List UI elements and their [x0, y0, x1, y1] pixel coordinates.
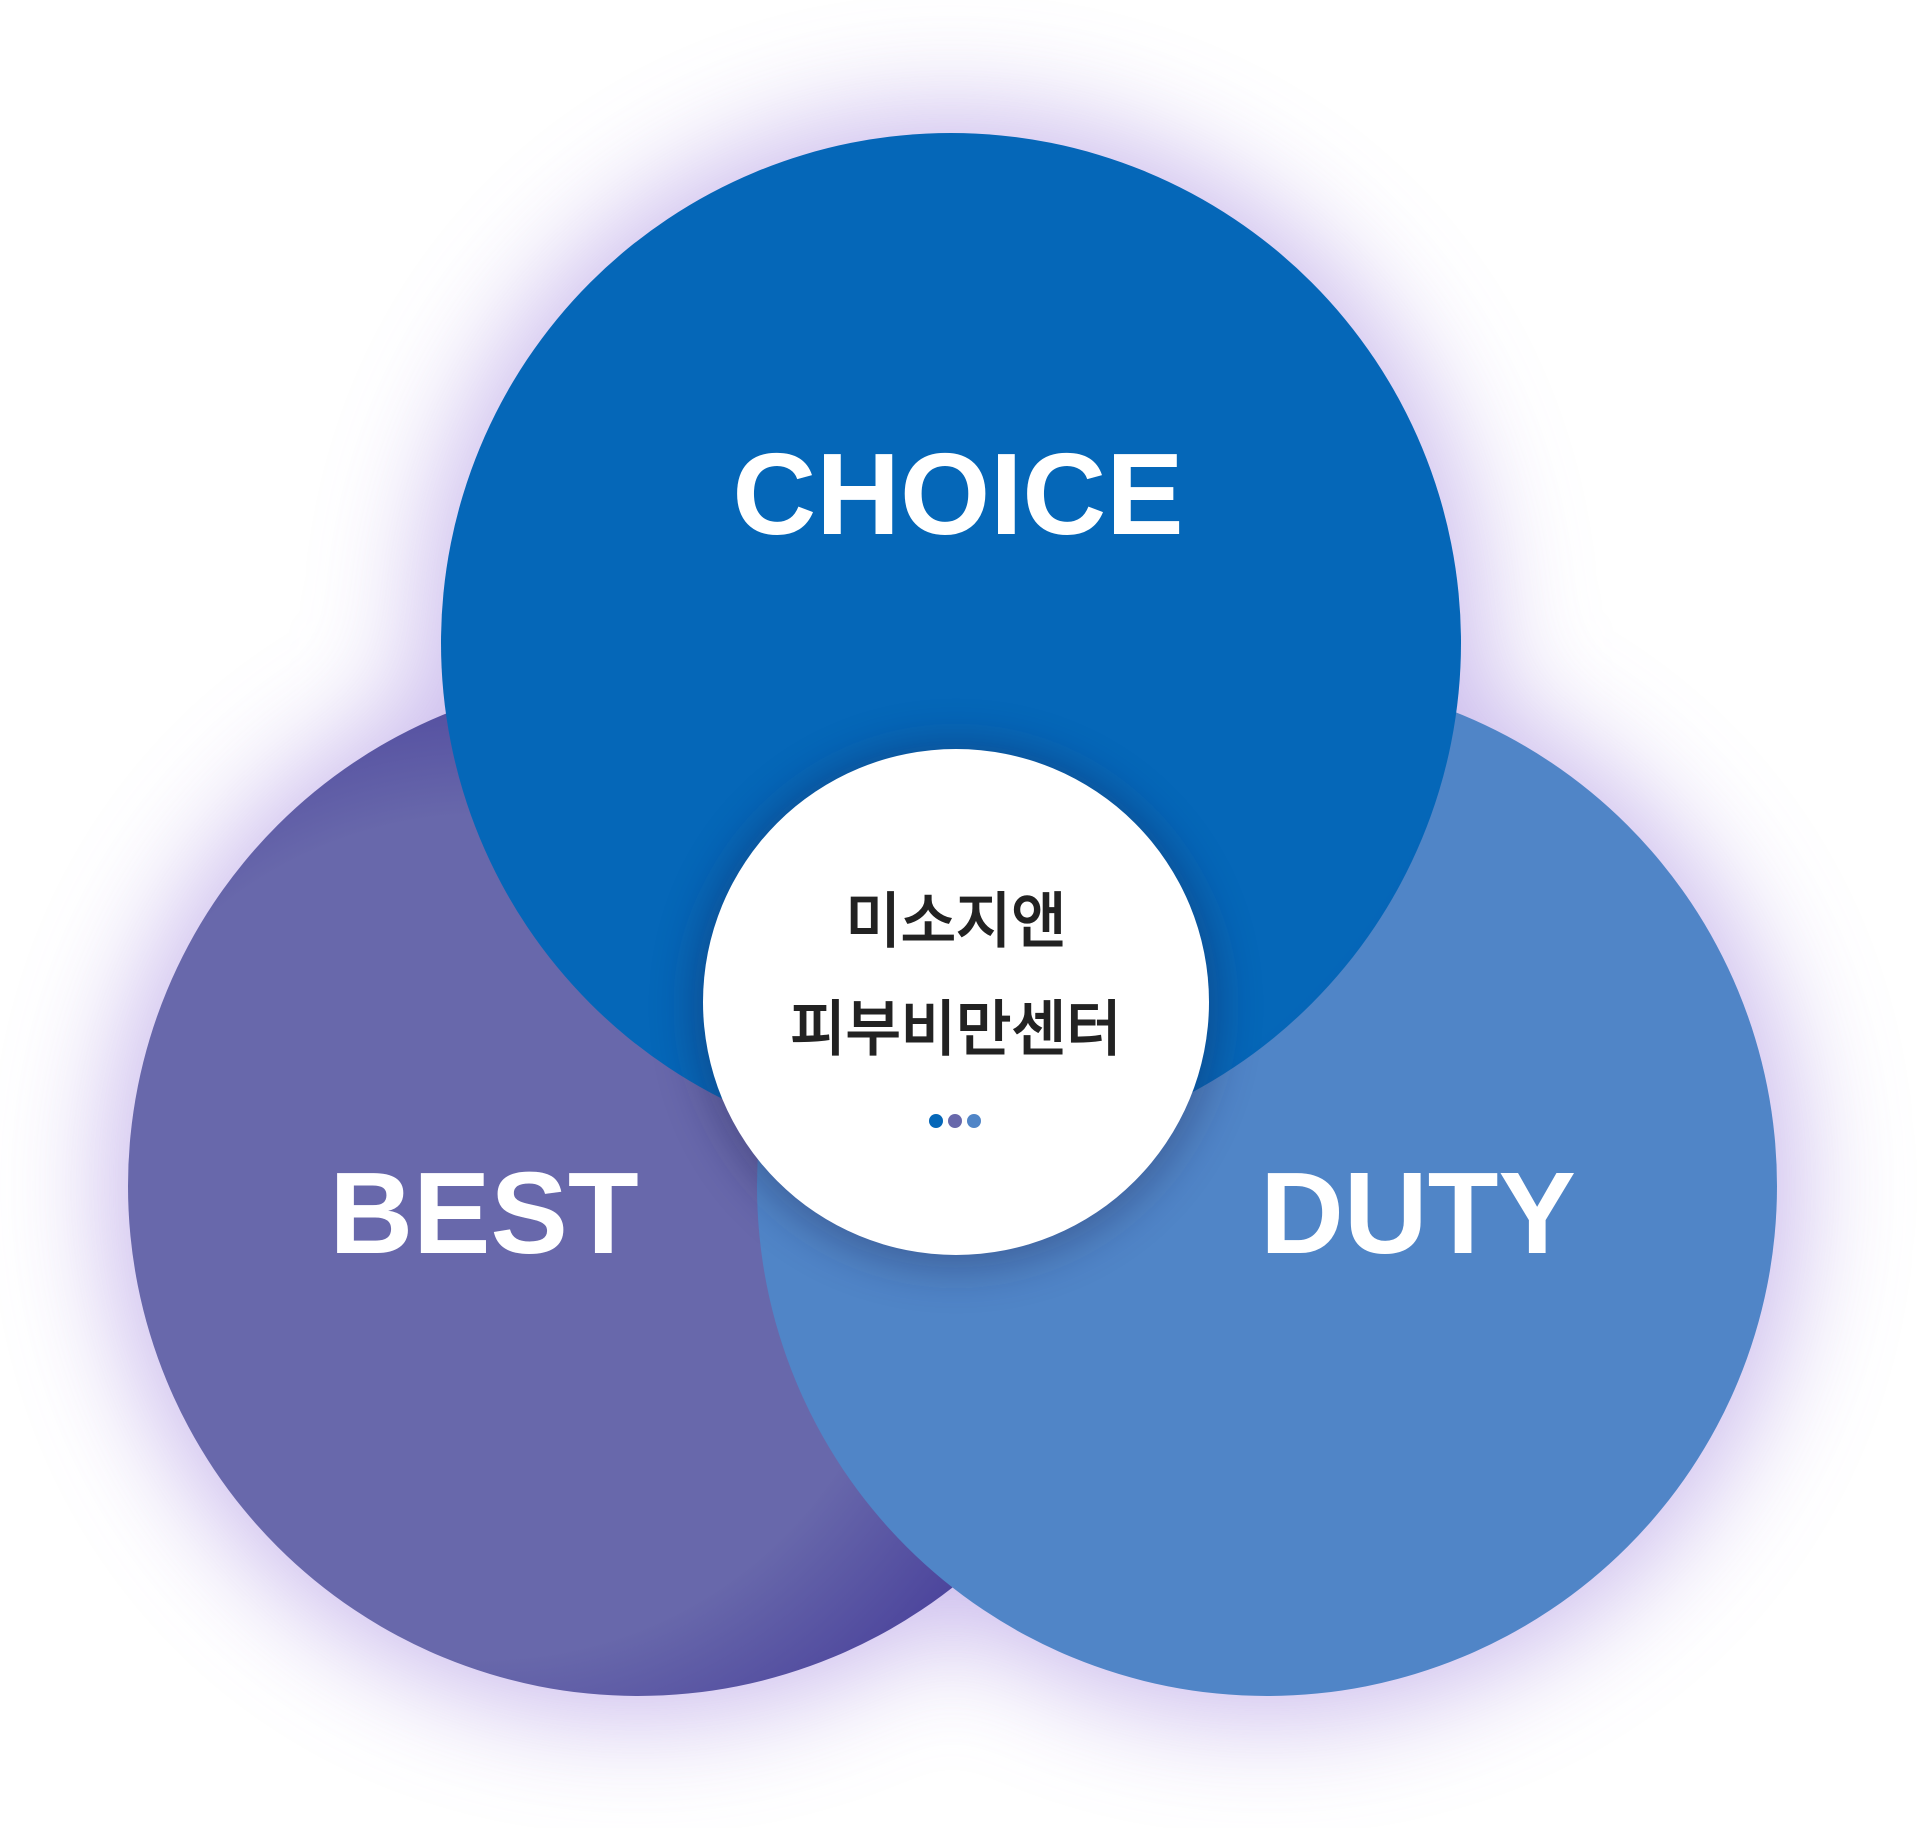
circle-choice [441, 133, 1461, 1153]
center-circle [703, 749, 1209, 1255]
dot-icon [967, 1114, 981, 1128]
dot-icon [948, 1114, 962, 1128]
dot-icon [929, 1114, 943, 1128]
center-title-line1: 미소지앤 [846, 887, 1067, 957]
center-dots [929, 1114, 981, 1128]
circle-label-duty: DUTY [1260, 1148, 1576, 1278]
center-title-line2: 피부비만센터 [790, 995, 1121, 1065]
circle-label-choice: CHOICE [732, 429, 1183, 559]
circle-label-best: BEST [329, 1148, 638, 1278]
